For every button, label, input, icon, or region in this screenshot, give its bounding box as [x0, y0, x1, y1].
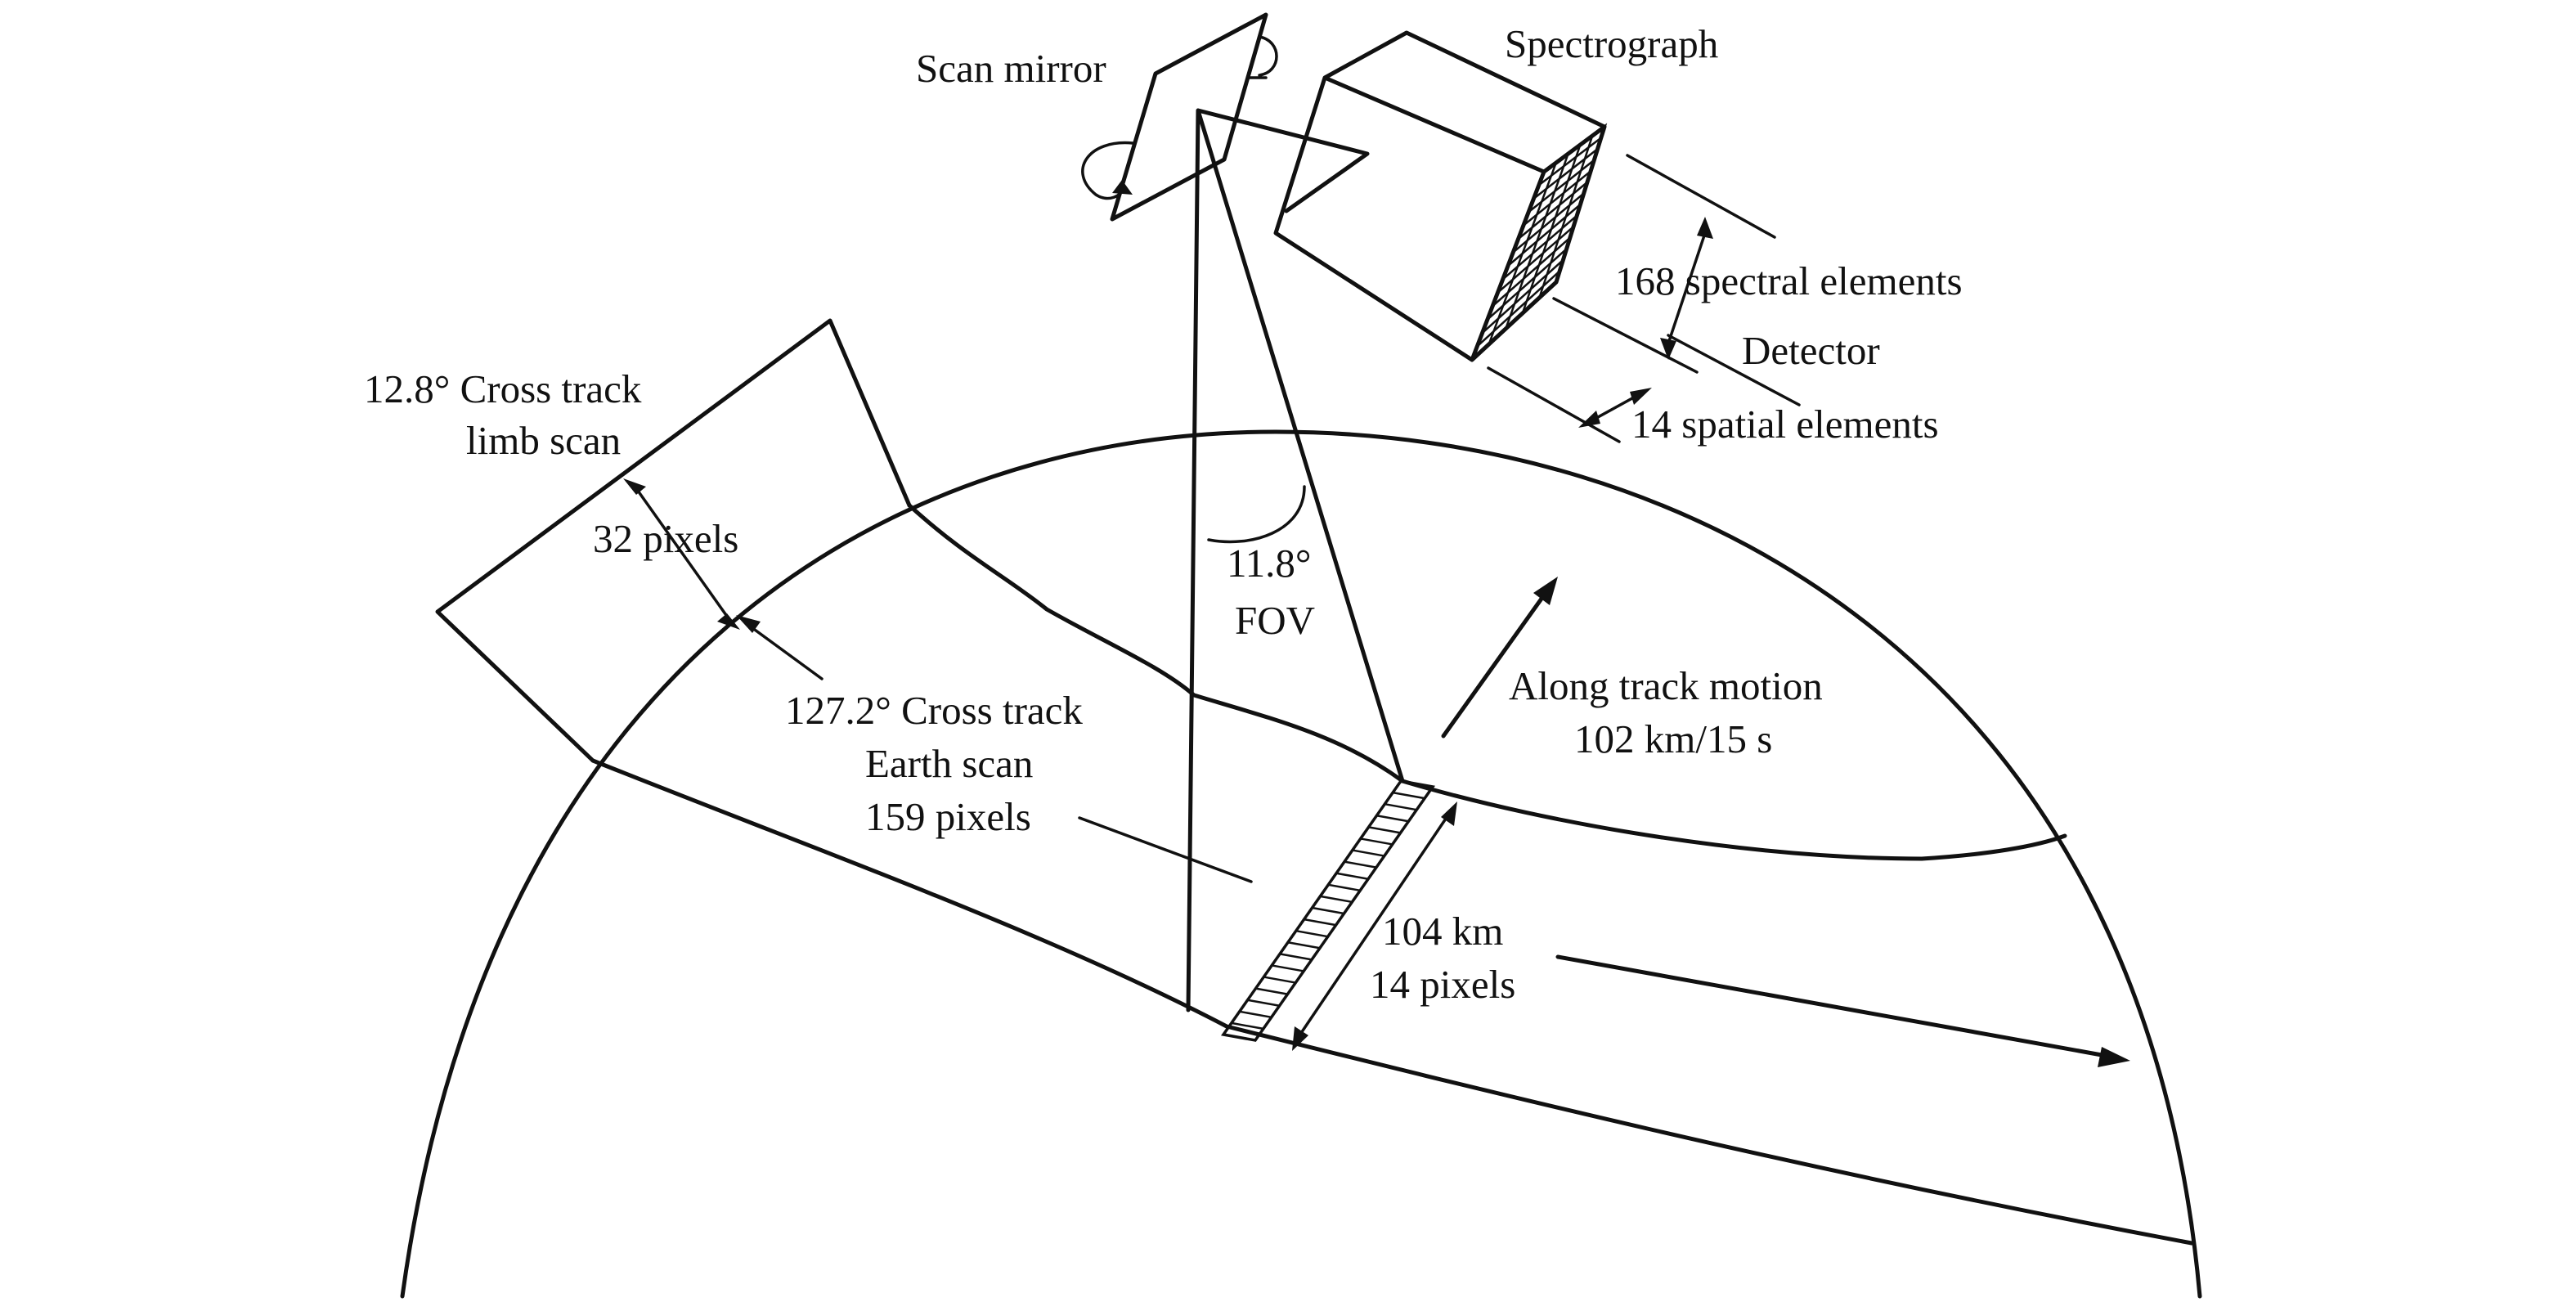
mirror-rotation-top-icon [1248, 35, 1278, 79]
swath-width-arrow [1295, 812, 1451, 1042]
strip-hatch-line [1376, 815, 1409, 823]
strip-hatch-line [1368, 826, 1401, 834]
along-track-long-arrow [1555, 954, 2104, 1057]
swath-pixels-label: 14 pixels [1370, 962, 1515, 1007]
limb-scan-label-line2: limb scan [466, 418, 621, 463]
strip-hatch-line [1287, 941, 1321, 950]
strip-hatch-line [1352, 849, 1385, 857]
detector-row-line [1517, 181, 1588, 240]
strip-hatch-line [1392, 791, 1425, 800]
limb-scan-label-line1: 12.8° Cross track [364, 366, 642, 411]
detector-column-line [1505, 153, 1569, 330]
fov-angle-arc [1207, 485, 1306, 544]
detector-row-line [1533, 148, 1599, 200]
spectrograph-box [1273, 30, 1607, 362]
strip-hatch-line [1255, 987, 1288, 995]
swath-upper-edge [907, 503, 1405, 783]
detector-row-line [1523, 170, 1591, 227]
detector-row-line [1481, 258, 1564, 334]
mirror-rotation-left-icon [1081, 141, 1134, 200]
detector-row-line [1501, 214, 1578, 281]
fov-lines [1186, 108, 1405, 1012]
strip-hatch-line [1295, 929, 1328, 938]
spatial-elements-label: 14 spatial elements [1631, 402, 1939, 447]
spatial-dimension-lines [1487, 334, 1801, 443]
earth-scan-arrow [744, 622, 824, 680]
strip-hatch-line [1360, 837, 1393, 846]
detector-row-line [1507, 204, 1582, 267]
strip-hatch-line [1271, 964, 1304, 972]
strip-hatch-line [1320, 895, 1353, 904]
along-track-label-line2: 102 km/15 s [1574, 716, 1772, 761]
strip-hatch-line [1304, 918, 1336, 927]
detector-row-line [1537, 137, 1602, 186]
ground-detector-strip [1220, 779, 1436, 1042]
earth-scan-label-line2: Earth scan [865, 741, 1033, 786]
strip-hatch-line [1239, 1010, 1272, 1019]
earth-scan-label-line1: 127.2° Cross track [785, 688, 1083, 733]
detector-row-line [1476, 270, 1561, 348]
strip-hatch-line [1328, 883, 1361, 892]
strip-hatch-line [1312, 906, 1344, 915]
limb-pixels-label: 32 pixels [593, 516, 738, 561]
detector-column-line [1488, 162, 1557, 345]
strip-hatch-line [1335, 872, 1369, 880]
spectrograph-label: Spectrograph [1505, 21, 1718, 66]
strip-hatch-line [1263, 976, 1296, 984]
spectral-dimension-lines [1552, 154, 1776, 374]
strip-hatch-line [1247, 999, 1280, 1007]
earth-limb-arc [400, 429, 2202, 1299]
strip-hatch-line [1279, 953, 1313, 961]
mirror-rotation-arrowhead [1112, 180, 1133, 195]
limb-scan-region [435, 318, 912, 763]
detector-row-line [1487, 248, 1568, 321]
detector-row-line [1528, 159, 1595, 213]
earth-scan-leader [1078, 816, 1253, 883]
detector-grid [1470, 123, 1608, 361]
strip-hatch-line [1344, 860, 1377, 869]
spatial-dimension-arrow [1589, 393, 1641, 423]
detector-row-line [1497, 226, 1574, 294]
along-track-label-line1: Along track motion [1509, 663, 1823, 708]
scan-mirror [1110, 12, 1268, 222]
strip-hatch-line [1384, 802, 1417, 811]
detector-label: Detector [1742, 328, 1880, 373]
along-track-arrow [1441, 590, 1548, 739]
detector-column-line [1538, 135, 1594, 299]
fov-label: FOV [1235, 598, 1315, 643]
fov-angle-label: 11.8° [1227, 541, 1312, 586]
scan-mirror-label: Scan mirror [916, 46, 1106, 91]
strip-hatch-line [1231, 1021, 1264, 1030]
swath-upper-edge-far [1400, 779, 2067, 861]
detector-column-line [1521, 144, 1582, 314]
limb-pixels-arrow [636, 489, 729, 619]
swath-km-label: 104 km [1382, 909, 1503, 954]
spectral-dimension-arrow [1667, 231, 1707, 345]
detector-row-line [1492, 236, 1571, 308]
detector-row-line [1512, 192, 1585, 254]
earth-scan-label-line3: 159 pixels [865, 794, 1031, 839]
spectral-elements-label: 168 spectral elements [1615, 258, 1963, 303]
